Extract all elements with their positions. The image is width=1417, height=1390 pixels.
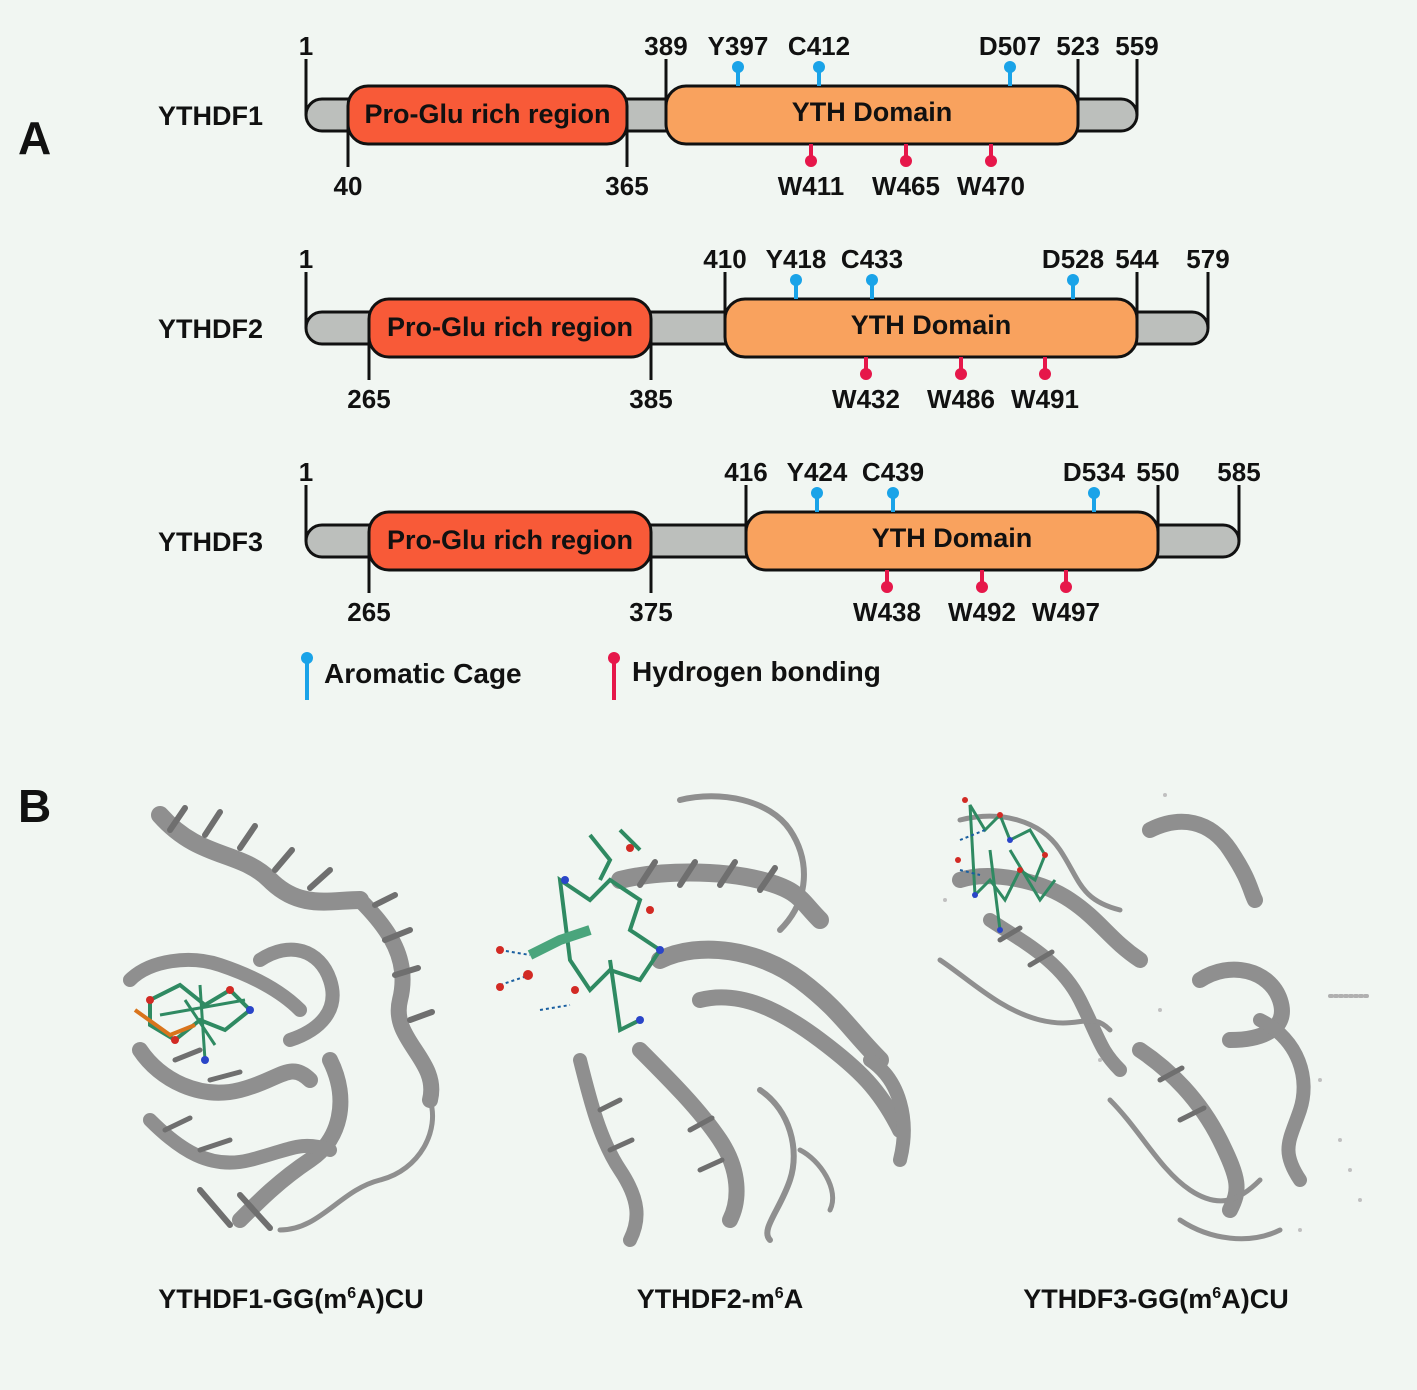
aromatic-residue-label: Y397	[708, 31, 769, 61]
hbond-pin-head	[1039, 368, 1051, 380]
pro-glu-end-label: 375	[629, 597, 672, 627]
hbond-pin-head	[1060, 581, 1072, 593]
protein-name: YTHDF2	[158, 314, 263, 344]
aromatic-pin-head	[732, 61, 744, 73]
yth-domain	[744, 510, 1160, 572]
caption-ythdf2: YTHDF2-m6A	[637, 1284, 803, 1314]
yth-domain-label: YTH Domain	[872, 523, 1033, 553]
hbond-residue-label: W432	[832, 384, 900, 414]
pro-glu-region	[367, 297, 653, 359]
aromatic-residue-label: C412	[788, 31, 850, 61]
hbond-residue-label: W411	[778, 171, 845, 201]
structure-ythdf1-ligand	[133, 982, 254, 1064]
yth-start-label: 416	[724, 457, 767, 487]
aromatic-residue-label: Y424	[787, 457, 848, 487]
structure-ythdf2-ligand	[496, 828, 664, 1034]
pro-glu-start-label: 265	[347, 384, 390, 414]
aromatic-pin-head	[790, 274, 802, 286]
legend-hbond-marker	[608, 652, 620, 700]
aromatic-pin-head	[301, 652, 313, 664]
aromatic-pin-head	[813, 61, 825, 73]
aromatic-pin-head	[811, 487, 823, 499]
legend-hbond-label: Hydrogen bonding	[632, 656, 881, 687]
panel-label-a: A	[18, 112, 51, 164]
aromatic-pin-head	[1067, 274, 1079, 286]
hbond-pin-head	[860, 368, 872, 380]
legend-aromatic-marker	[301, 652, 313, 700]
protein-name: YTHDF3	[158, 527, 263, 557]
pro-glu-start-label: 265	[347, 597, 390, 627]
hbond-pin-head	[976, 581, 988, 593]
yth-end-label: 523	[1056, 31, 1099, 61]
yth-end-label: 550	[1136, 457, 1179, 487]
start-position-label: 1	[299, 244, 313, 274]
aromatic-pin-head	[866, 274, 878, 286]
aromatic-residue-label: C433	[841, 244, 903, 274]
hbond-pin-head	[955, 368, 967, 380]
legend: Aromatic Cage Hydrogen bonding	[301, 652, 881, 700]
structure-ythdf3-ligand	[955, 797, 1057, 933]
yth-domain-label: YTH Domain	[851, 310, 1012, 340]
pro-glu-end-label: 365	[605, 171, 648, 201]
start-position-label: 1	[299, 31, 313, 61]
end-position-label: 585	[1217, 457, 1260, 487]
hbond-residue-label: W470	[957, 171, 1025, 201]
pro-glu-region	[367, 510, 653, 572]
aromatic-residue-label: D534	[1063, 457, 1126, 487]
aromatic-residue-label: D528	[1042, 244, 1104, 274]
pro-glu-region-label: Pro-Glu rich region	[387, 312, 633, 342]
pro-glu-region	[346, 84, 629, 146]
yth-domain	[664, 84, 1080, 146]
aromatic-residue-label: Y418	[766, 244, 827, 274]
pro-glu-end-label: 385	[629, 384, 672, 414]
hbond-residue-label: W491	[1011, 384, 1079, 414]
yth-domain-label: YTH Domain	[792, 97, 953, 127]
hbond-residue-label: W465	[872, 171, 940, 201]
hbond-residue-label: W438	[853, 597, 921, 627]
caption-ythdf1: YTHDF1-GG(m6A)CU	[158, 1284, 423, 1314]
hbond-pin-head	[881, 581, 893, 593]
aromatic-residue-label: C439	[862, 457, 924, 487]
hbond-residue-label: W492	[948, 597, 1016, 627]
end-position-label: 559	[1115, 31, 1158, 61]
start-position-label: 1	[299, 457, 313, 487]
pro-glu-region-label: Pro-Glu rich region	[387, 525, 633, 555]
structure-ythdf2-ribbon	[573, 793, 911, 1247]
pro-glu-region-label: Pro-Glu rich region	[364, 99, 610, 129]
yth-end-label: 544	[1115, 244, 1159, 274]
hbond-residue-label: W497	[1032, 597, 1100, 627]
panel-label-b: B	[18, 780, 51, 832]
hbond-pin-head	[608, 652, 620, 664]
hbond-residue-label: W486	[927, 384, 995, 414]
protein-name: YTHDF1	[158, 101, 263, 131]
yth-start-label: 410	[703, 244, 746, 274]
aromatic-pin-head	[887, 487, 899, 499]
yth-domain	[723, 297, 1139, 359]
hbond-pin-head	[805, 155, 817, 167]
hbond-pin-head	[900, 155, 912, 167]
aromatic-residue-label: D507	[979, 31, 1041, 61]
caption-ythdf3: YTHDF3-GG(m6A)CU	[1023, 1284, 1288, 1314]
legend-aromatic-label: Aromatic Cage	[324, 658, 522, 689]
yth-start-label: 389	[644, 31, 687, 61]
structure-ythdf3-ribbon	[937, 793, 1370, 1242]
end-position-label: 579	[1186, 244, 1229, 274]
hbond-pin-head	[985, 155, 997, 167]
structure-ythdf1-ribbon	[123, 805, 440, 1233]
pro-glu-start-label: 40	[334, 171, 363, 201]
aromatic-pin-head	[1004, 61, 1016, 73]
aromatic-pin-head	[1088, 487, 1100, 499]
